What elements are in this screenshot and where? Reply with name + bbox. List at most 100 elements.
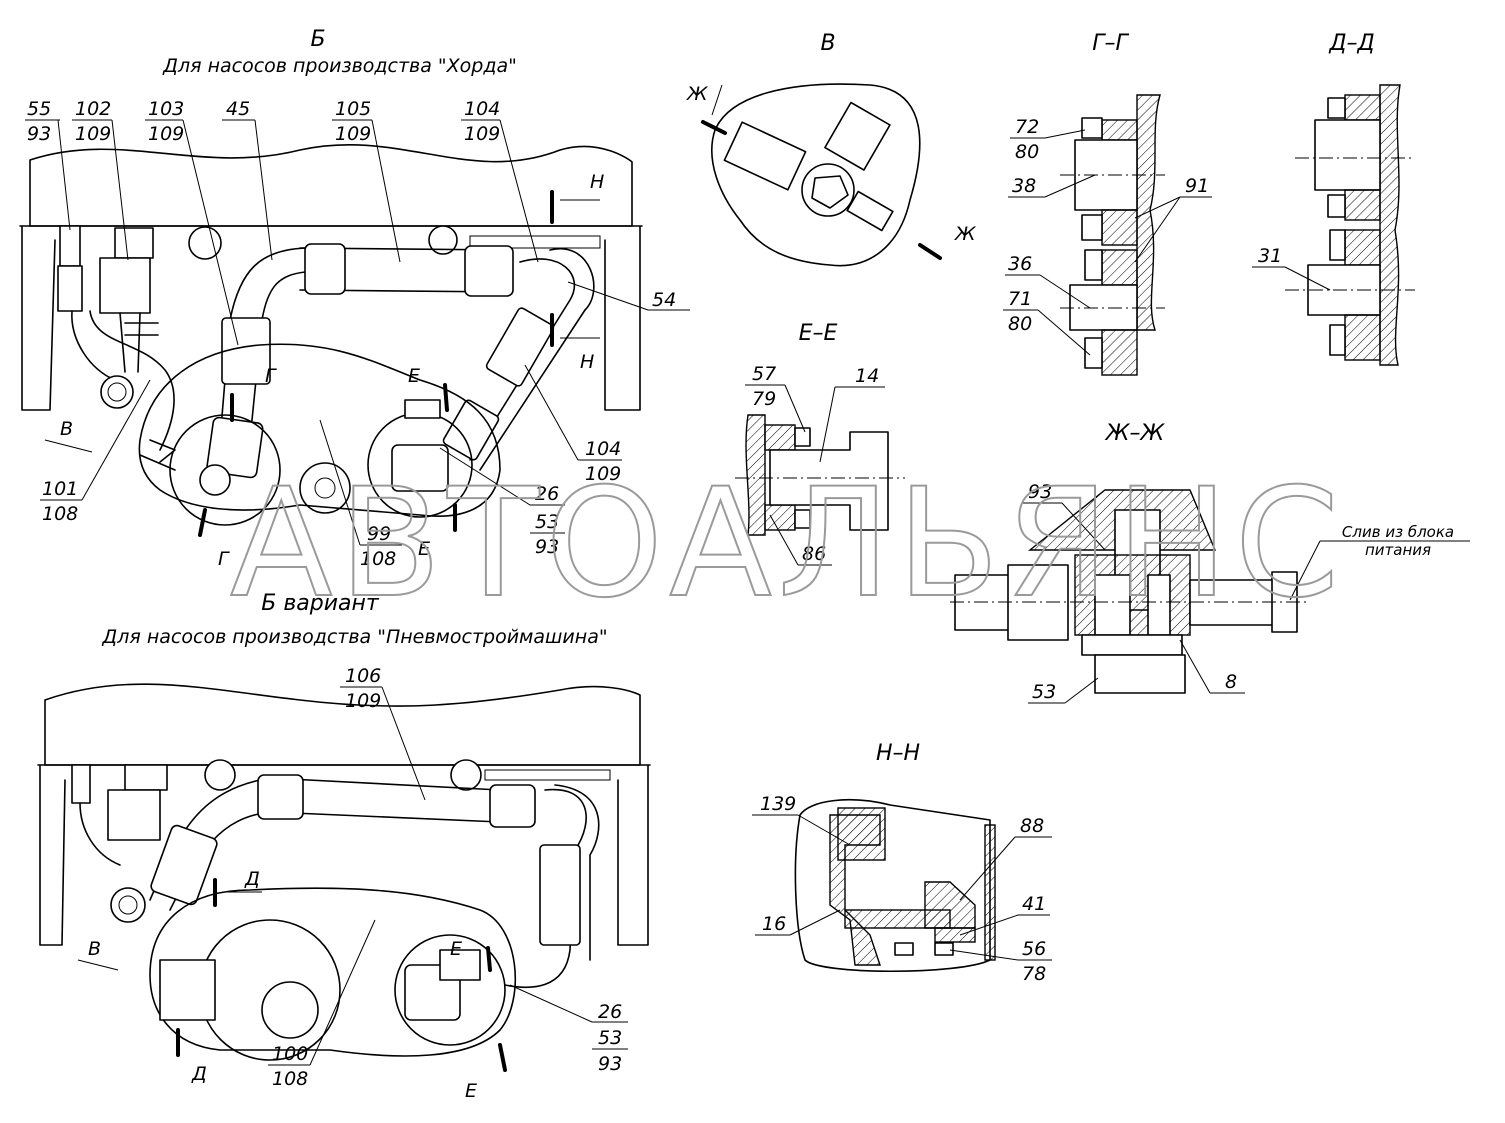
sleeve-104 bbox=[485, 307, 555, 387]
svg-text:57: 57 bbox=[752, 363, 776, 385]
callout-53-zh: 53 bbox=[1028, 677, 1099, 704]
g-g-flange-mid bbox=[1101, 209, 1138, 246]
port-left bbox=[188, 226, 222, 260]
d-d-pipe-top bbox=[1314, 119, 1381, 191]
v-pump-left-block bbox=[159, 959, 216, 1021]
svg-text:99: 99 bbox=[367, 523, 391, 545]
svg-text:38: 38 bbox=[1012, 175, 1036, 197]
port-right bbox=[428, 225, 458, 255]
zh-zh-drain-label-2: питания bbox=[1365, 541, 1431, 559]
g-g-bolt-72 bbox=[1081, 117, 1103, 139]
g-g-bolt-71a bbox=[1084, 249, 1103, 281]
svg-text:56: 56 bbox=[1022, 938, 1046, 960]
svg-text:88: 88 bbox=[1020, 815, 1044, 837]
cut-zh-right bbox=[918, 243, 942, 260]
v-pump-housing bbox=[149, 887, 517, 1057]
marker-d-bottom: Д bbox=[191, 1063, 207, 1085]
view-zh-zh-title: Ж–Ж bbox=[1104, 421, 1166, 446]
callout-41: 41 bbox=[959, 893, 1050, 936]
callout-45: 45 bbox=[222, 98, 273, 261]
hose-106-collar-right bbox=[489, 784, 536, 828]
d-d-bolt-1 bbox=[1327, 97, 1346, 119]
banjo-fitting-inner bbox=[107, 382, 127, 402]
arrow-v bbox=[44, 439, 93, 453]
view-b-variant: Б вариант Для насосов производства "Пнев… bbox=[37, 591, 651, 1102]
svg-text:101: 101 bbox=[42, 478, 78, 500]
callout-105-109: 105 109 bbox=[332, 98, 401, 263]
svg-text:54: 54 bbox=[652, 289, 676, 311]
d-d-flange-top bbox=[1344, 94, 1381, 121]
callout-71-80: 71 80 bbox=[1003, 288, 1091, 356]
d-d-flange-low bbox=[1344, 229, 1381, 266]
e-e-wall bbox=[745, 414, 766, 536]
g-g-flange-low bbox=[1101, 249, 1138, 286]
callout-38: 38 bbox=[1008, 174, 1096, 198]
svg-text:93: 93 bbox=[535, 536, 559, 558]
hose-106-sleeve bbox=[150, 824, 218, 906]
n-n-clamp-88 bbox=[924, 881, 976, 929]
hose-106-collar-left bbox=[257, 774, 304, 820]
marker-v-variant: В bbox=[88, 938, 101, 960]
svg-text:26: 26 bbox=[598, 1001, 622, 1023]
svg-text:55: 55 bbox=[27, 98, 51, 120]
view-n-n: Н–Н 139 88 16 41 56 bbox=[752, 741, 1052, 985]
callout-88: 88 bbox=[959, 815, 1052, 901]
view-b-title: Б bbox=[310, 27, 325, 52]
n-n-nut-41 bbox=[934, 927, 976, 943]
d-d-flange-mid bbox=[1344, 189, 1381, 221]
callout-106-109: 106 109 bbox=[340, 665, 426, 801]
callout-26-53-93-bottom: 26 53 93 bbox=[509, 984, 628, 1075]
banjo-fitting bbox=[100, 375, 134, 409]
watermark: АВТОАЛЬЯНС bbox=[230, 457, 1345, 631]
svg-text:103: 103 bbox=[148, 98, 184, 120]
v-fitting-102-body bbox=[107, 789, 161, 841]
v-fitting-e bbox=[439, 949, 481, 981]
hose-103-outer bbox=[219, 247, 331, 441]
callout-72-80: 72 80 bbox=[1010, 116, 1086, 163]
callout-104-109-top: 104 109 bbox=[461, 98, 539, 263]
pump-middle-hub bbox=[314, 477, 336, 499]
marker-e-bottom: Е bbox=[418, 538, 430, 560]
svg-text:109: 109 bbox=[345, 690, 381, 712]
svg-text:78: 78 bbox=[1022, 963, 1046, 985]
hose-105-collar-left bbox=[304, 243, 346, 295]
pump-left-shaft bbox=[199, 464, 231, 496]
svg-text:91: 91 bbox=[1185, 175, 1209, 197]
view-d-d-title: Д–Д bbox=[1328, 31, 1374, 56]
callout-55-93: 55 93 bbox=[25, 98, 71, 231]
svg-text:72: 72 bbox=[1015, 116, 1039, 138]
svg-text:71: 71 bbox=[1008, 288, 1032, 310]
v-hose-small bbox=[79, 802, 121, 866]
g-g-wall bbox=[1136, 94, 1161, 331]
e-e-flange-top bbox=[764, 424, 796, 451]
svg-text:45: 45 bbox=[226, 98, 250, 120]
view-v-hex bbox=[811, 175, 849, 209]
svg-text:80: 80 bbox=[1008, 313, 1032, 335]
view-b-subtitle: Для насосов производства "Хорда" bbox=[162, 55, 517, 77]
svg-text:93: 93 bbox=[598, 1053, 622, 1075]
fitting-left-small bbox=[139, 439, 176, 471]
v-hose-right-sleeve bbox=[539, 844, 581, 946]
view-e-e-title: Е–Е bbox=[799, 321, 838, 346]
sleeve-104-lower bbox=[442, 399, 500, 461]
svg-text:108: 108 bbox=[272, 1068, 308, 1090]
sleeve-103 bbox=[221, 317, 271, 385]
svg-text:8: 8 bbox=[1225, 671, 1237, 693]
svg-text:53: 53 bbox=[535, 511, 559, 533]
zh-zh-nut-53 bbox=[1094, 654, 1186, 694]
hose-105-collar-right bbox=[464, 245, 514, 297]
callout-14: 14 bbox=[819, 365, 885, 463]
view-b: Б Для насосов производства "Хорда" bbox=[19, 27, 690, 570]
n-n-pad-139 bbox=[837, 807, 886, 861]
svg-text:36: 36 bbox=[1008, 253, 1032, 275]
callout-56-78: 56 78 bbox=[949, 938, 1052, 985]
g-g-pipe-36 bbox=[1069, 284, 1138, 331]
svg-text:53: 53 bbox=[598, 1027, 622, 1049]
view-v-outline bbox=[711, 83, 921, 267]
hose-101 bbox=[71, 310, 116, 381]
svg-text:26: 26 bbox=[535, 483, 559, 505]
svg-text:105: 105 bbox=[335, 98, 371, 120]
marker-zh-left: Ж bbox=[686, 83, 709, 105]
v-banjo bbox=[110, 887, 146, 923]
